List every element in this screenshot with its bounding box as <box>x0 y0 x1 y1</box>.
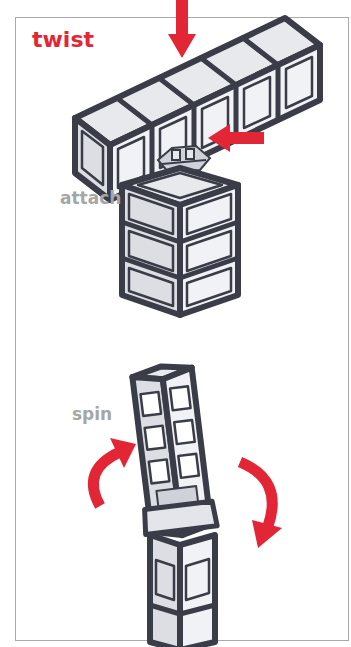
lattice-column <box>150 535 215 647</box>
step-label: spin <box>72 404 112 424</box>
title: twist <box>32 27 94 52</box>
lattice-column <box>122 168 238 315</box>
rotation-arrow <box>93 438 282 548</box>
step-label: attach <box>60 188 121 208</box>
lattice-column <box>126 362 218 540</box>
direction-arrow <box>168 0 264 152</box>
